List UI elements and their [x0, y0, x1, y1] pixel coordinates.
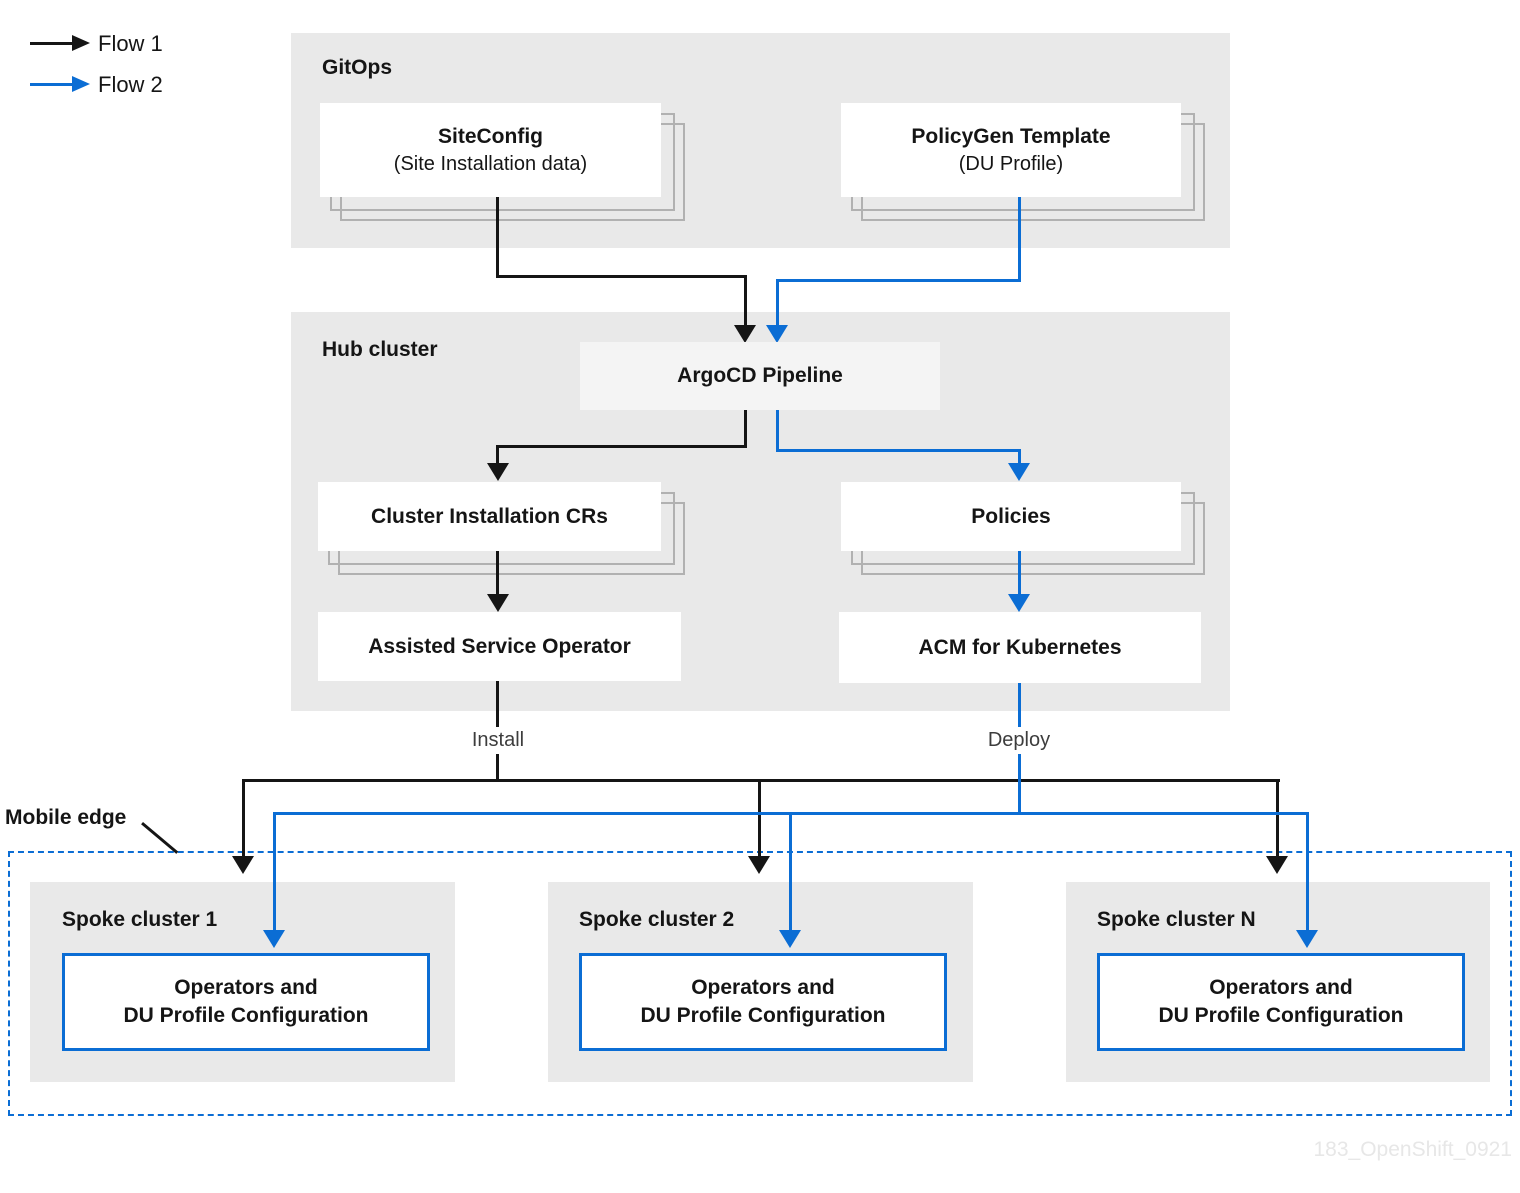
spoke-cluster-n-title: Spoke cluster N — [1097, 908, 1256, 931]
arrowhead — [779, 930, 801, 948]
line-segment — [496, 197, 499, 278]
line-segment — [1276, 779, 1279, 857]
arrowhead — [487, 594, 509, 612]
line-segment — [1018, 551, 1021, 596]
line-segment — [1306, 812, 1309, 932]
watermark-text: 183_OpenShift_0921 — [1313, 1138, 1512, 1161]
line-segment — [1018, 197, 1021, 282]
line-segment — [242, 779, 245, 857]
flow1-legend-label: Flow 1 — [98, 31, 163, 56]
line-segment — [496, 551, 499, 596]
spoke-2-operators-box: Operators and DU Profile Configuration — [579, 953, 947, 1051]
spoke-2-operators-line1: Operators and — [691, 975, 835, 999]
line-segment — [273, 812, 276, 932]
policygen-node: PolicyGen Template (DU Profile) — [841, 103, 1181, 197]
line-segment — [242, 779, 1280, 782]
flow1-legend-line — [30, 42, 72, 45]
line-segment — [496, 275, 746, 278]
line-segment — [776, 279, 1021, 282]
hub-cluster-title: Hub cluster — [322, 338, 438, 361]
spoke-n-operators-line2: DU Profile Configuration — [1158, 1004, 1404, 1027]
line-segment — [1018, 449, 1021, 465]
flow2-legend-label: Flow 2 — [98, 72, 163, 97]
arrowhead — [263, 930, 285, 948]
spoke-2-operators-line2: DU Profile Configuration — [640, 1004, 886, 1027]
flow2-legend-line — [30, 83, 72, 86]
arrowhead — [748, 856, 770, 874]
arrowhead — [1296, 930, 1318, 948]
argocd-pipeline-label: ArgoCD Pipeline — [677, 364, 843, 388]
arrowhead — [1008, 463, 1030, 481]
cluster-installation-crs-node: Cluster Installation CRs — [318, 482, 661, 551]
cluster-installation-crs-label: Cluster Installation CRs — [371, 504, 608, 528]
assisted-service-operator-label: Assisted Service Operator — [368, 634, 631, 658]
spoke-n-operators-box: Operators and DU Profile Configuration — [1097, 953, 1465, 1051]
spoke-n-operators-line1: Operators and — [1209, 975, 1353, 999]
line-segment — [776, 279, 779, 327]
mobile-edge-callout-line — [141, 822, 179, 854]
arrowhead — [1008, 594, 1030, 612]
arrowhead — [766, 325, 788, 343]
line-segment — [496, 445, 499, 465]
acm-for-kubernetes-label: ACM for Kubernetes — [918, 635, 1122, 659]
line-segment — [776, 449, 1021, 452]
line-segment — [496, 445, 747, 448]
arrowhead — [734, 325, 756, 343]
policies-label: Policies — [971, 504, 1051, 528]
spoke-1-operators-line1: Operators and — [174, 975, 318, 999]
spoke-cluster-1-title: Spoke cluster 1 — [62, 908, 218, 931]
install-edge-label: Install — [462, 727, 534, 754]
line-segment — [744, 410, 747, 448]
line-segment — [789, 812, 792, 932]
gitops-title: GitOps — [322, 56, 393, 79]
line-segment — [758, 779, 761, 857]
mobile-edge-title: Mobile edge — [5, 806, 127, 829]
spoke-1-operators-line2: DU Profile Configuration — [123, 1004, 369, 1027]
acm-for-kubernetes-node: ACM for Kubernetes — [839, 612, 1201, 683]
arrowhead — [232, 856, 254, 874]
policies-node: Policies — [841, 482, 1181, 551]
deploy-edge-label: Deploy — [978, 727, 1060, 754]
line-segment — [776, 410, 779, 452]
siteconfig-subtitle: (Site Installation data) — [393, 152, 588, 175]
siteconfig-node: SiteConfig (Site Installation data) — [320, 103, 661, 197]
flow1-arrow-icon — [72, 35, 90, 51]
argocd-pipeline-node: ArgoCD Pipeline — [580, 342, 940, 410]
policygen-title: PolicyGen Template — [911, 125, 1111, 149]
spoke-1-operators-box: Operators and DU Profile Configuration — [62, 953, 430, 1051]
arrowhead — [1266, 856, 1288, 874]
spoke-cluster-2-title: Spoke cluster 2 — [579, 908, 735, 931]
arrowhead — [487, 463, 509, 481]
policygen-subtitle: (DU Profile) — [958, 152, 1064, 175]
flow2-arrow-icon — [72, 76, 90, 92]
assisted-service-operator-node: Assisted Service Operator — [318, 612, 681, 681]
line-segment — [744, 275, 747, 327]
siteconfig-title: SiteConfig — [438, 125, 543, 149]
